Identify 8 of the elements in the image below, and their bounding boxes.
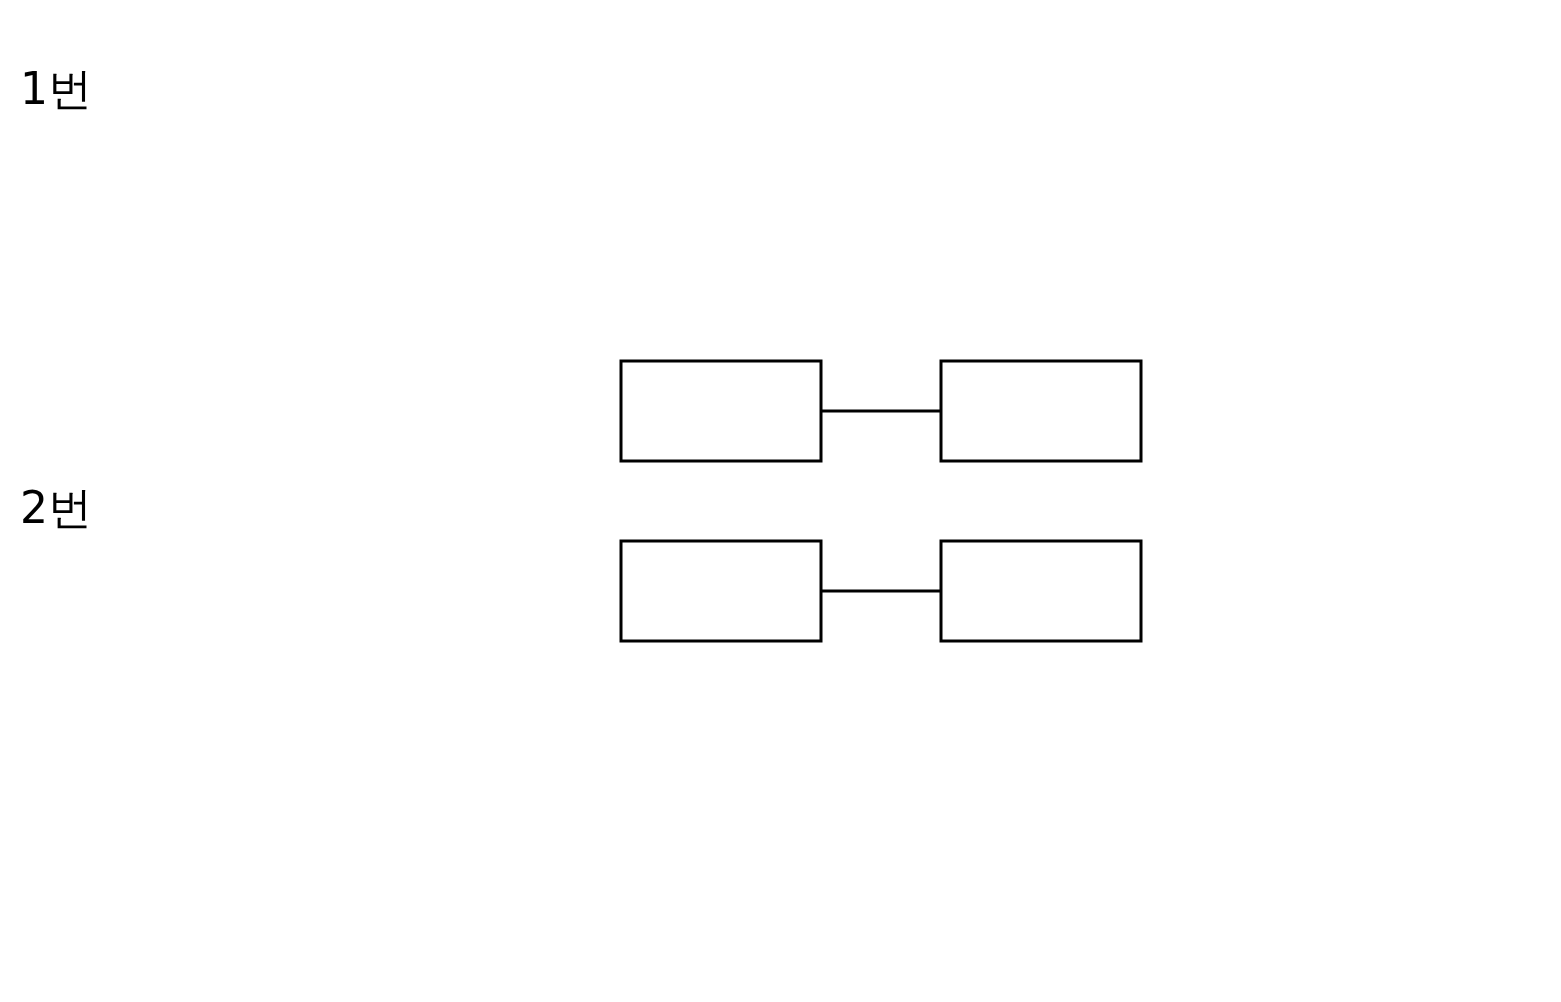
connector	[820, 589, 941, 593]
node-box	[619, 359, 822, 463]
node-box	[619, 539, 822, 643]
section-label: 1번	[20, 62, 93, 116]
connector	[820, 409, 941, 413]
section-label: 2번	[20, 481, 93, 535]
node-box	[939, 359, 1142, 463]
node-box	[939, 539, 1142, 643]
